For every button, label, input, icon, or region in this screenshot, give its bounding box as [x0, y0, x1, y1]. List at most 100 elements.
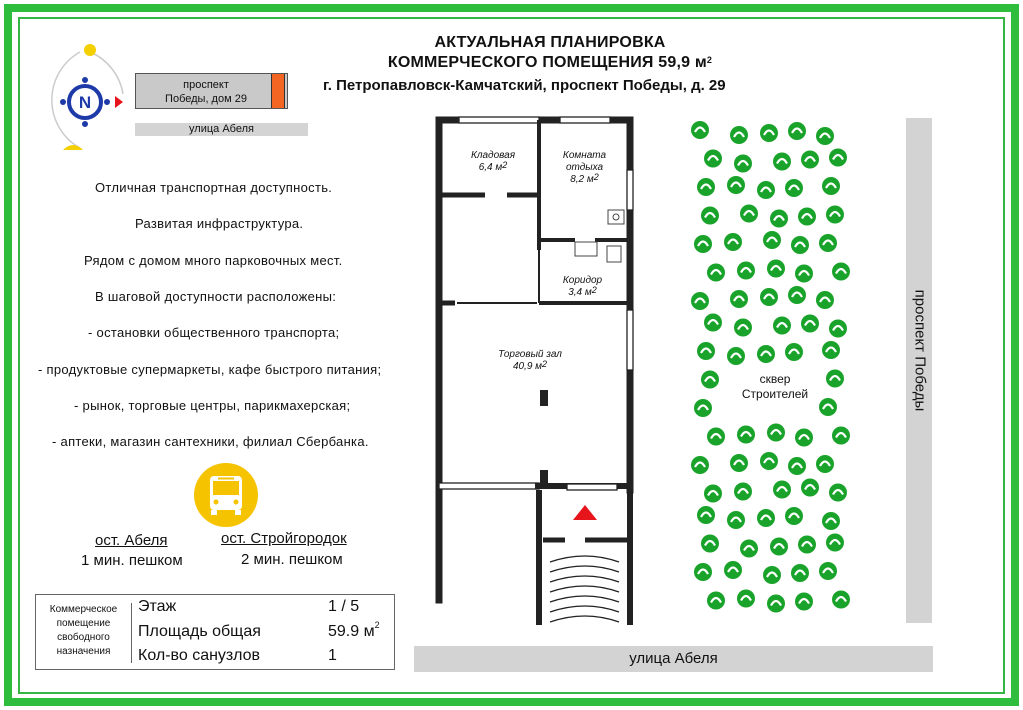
- tree-icon: [801, 478, 819, 497]
- tree-icon: [730, 454, 748, 472]
- tree-icon: [734, 318, 752, 337]
- tree-icon: [757, 509, 775, 527]
- compass-letter: N: [79, 93, 91, 112]
- stairs: [549, 585, 620, 593]
- tree-icon: [737, 589, 755, 608]
- sink-icon: [607, 209, 625, 225]
- tree-icon: [788, 286, 806, 304]
- tree-icon: [798, 207, 816, 226]
- tree-icon: [785, 179, 803, 197]
- compass-icon: N: [51, 44, 124, 150]
- stairs: [549, 555, 620, 563]
- tree-icon: [816, 291, 834, 309]
- page-title: АКТУАЛЬНАЯ ПЛАНИРОВКА КОММЕРЧЕСКОГО ПОМЕ…: [330, 33, 770, 73]
- feature-item: - рынок, торговые центры, парикмахерская…: [74, 398, 351, 413]
- tree-icon: [727, 176, 745, 194]
- tree-icon: [691, 456, 709, 474]
- outer-frame: [4, 4, 1019, 706]
- tree-icon: [795, 428, 813, 447]
- tree-icon: [816, 127, 834, 145]
- tree-icon: [791, 564, 809, 582]
- window: [559, 116, 611, 124]
- tree-icon: [701, 534, 719, 553]
- tree-icon: [791, 236, 809, 254]
- tree-icon: [730, 126, 748, 144]
- tree-icon: [740, 539, 758, 558]
- plan-wall: [536, 490, 633, 625]
- tree-icon: [701, 370, 719, 389]
- tree-icon: [737, 261, 755, 280]
- tree-icon: [767, 423, 785, 442]
- tree-icon: [767, 259, 785, 278]
- tree-icon: [734, 154, 752, 173]
- feature-item: - аптеки, магазин сантехники, филиал Сбе…: [52, 434, 369, 449]
- tree-icon: [727, 347, 745, 365]
- room-label-rest: Комната отдыха 8,2 м2: [562, 150, 607, 185]
- tree-icon: [724, 561, 742, 579]
- tree-icon: [701, 206, 719, 225]
- floor-plan: [435, 116, 634, 625]
- tree-icon: [740, 204, 758, 223]
- tree-icon: [832, 590, 850, 609]
- right-street-label: проспект Победы: [911, 289, 929, 412]
- tree-icon: [826, 205, 844, 224]
- tree-icon: [826, 533, 844, 552]
- tree-icon: [763, 231, 781, 249]
- tree-icon: [829, 483, 847, 502]
- summary-key: Кол-во санузлов: [138, 647, 260, 664]
- tree-icon: [767, 594, 785, 613]
- window: [626, 169, 634, 211]
- tree-icon: [795, 592, 813, 611]
- tree-icon: [697, 506, 715, 524]
- tree-icon: [704, 484, 722, 503]
- summary-value: 1 / 5: [328, 598, 360, 615]
- sink-icon: [612, 213, 620, 221]
- stop-time: 2 мин. пешком: [241, 551, 343, 568]
- stop-time: 1 мин. пешком: [81, 552, 183, 569]
- tree-icon: [760, 288, 778, 306]
- tree-icon: [727, 511, 745, 529]
- tree-icon: [707, 427, 725, 446]
- feature-item: - остановки общественного транспорта;: [88, 325, 340, 340]
- stop-name: ост. Абеля: [95, 532, 168, 549]
- tree-icon: [773, 480, 791, 499]
- tree-icon: [773, 152, 791, 171]
- tree-icon: [829, 148, 847, 167]
- tree-icon: [697, 178, 715, 196]
- window: [458, 116, 540, 124]
- tree-icon: [694, 563, 712, 581]
- tree-icon: [760, 124, 778, 142]
- park-trees: [691, 121, 850, 613]
- feature-item: - продуктовые супермаркеты, кафе быстрог…: [38, 362, 382, 377]
- tree-icon: [785, 343, 803, 361]
- stairs: [549, 605, 620, 613]
- stairs: [549, 595, 620, 603]
- stairs: [549, 575, 620, 583]
- tree-icon: [694, 399, 712, 417]
- tree-icon: [801, 314, 819, 333]
- tree-icon: [785, 507, 803, 525]
- building-marker: [271, 74, 285, 108]
- tree-icon: [704, 149, 722, 168]
- summary-key: Этаж: [138, 598, 177, 615]
- building-label: проспект Победы, дом 29: [165, 79, 247, 105]
- summary-key: Площадь общая: [138, 623, 261, 640]
- room-label-storage: Кладовая 6,4 м2: [470, 150, 516, 173]
- tree-icon: [707, 591, 725, 610]
- window: [438, 482, 540, 490]
- locator-street: улица Абеля: [135, 123, 308, 136]
- room-label-corridor: Коридор 3,4 м2: [562, 275, 603, 298]
- column: [540, 470, 548, 484]
- feature-item: Развитая инфраструктура.: [135, 216, 304, 231]
- tree-icon: [763, 566, 781, 584]
- tree-icon: [788, 122, 806, 140]
- tree-icon: [730, 290, 748, 308]
- tree-icon: [819, 234, 837, 252]
- tree-icon: [829, 319, 847, 338]
- summary-label: Коммерческое помещение свободного назнач…: [36, 603, 132, 663]
- tree-icon: [704, 313, 722, 332]
- title-line-2: КОММЕРЧЕСКОГО ПОМЕЩЕНИЯ 59,9 м2: [387, 54, 713, 71]
- tree-icon: [691, 121, 709, 139]
- summary-table: Коммерческое помещение свободного назнач…: [35, 594, 395, 670]
- feature-item: Отличная транспортная доступность.: [95, 180, 333, 195]
